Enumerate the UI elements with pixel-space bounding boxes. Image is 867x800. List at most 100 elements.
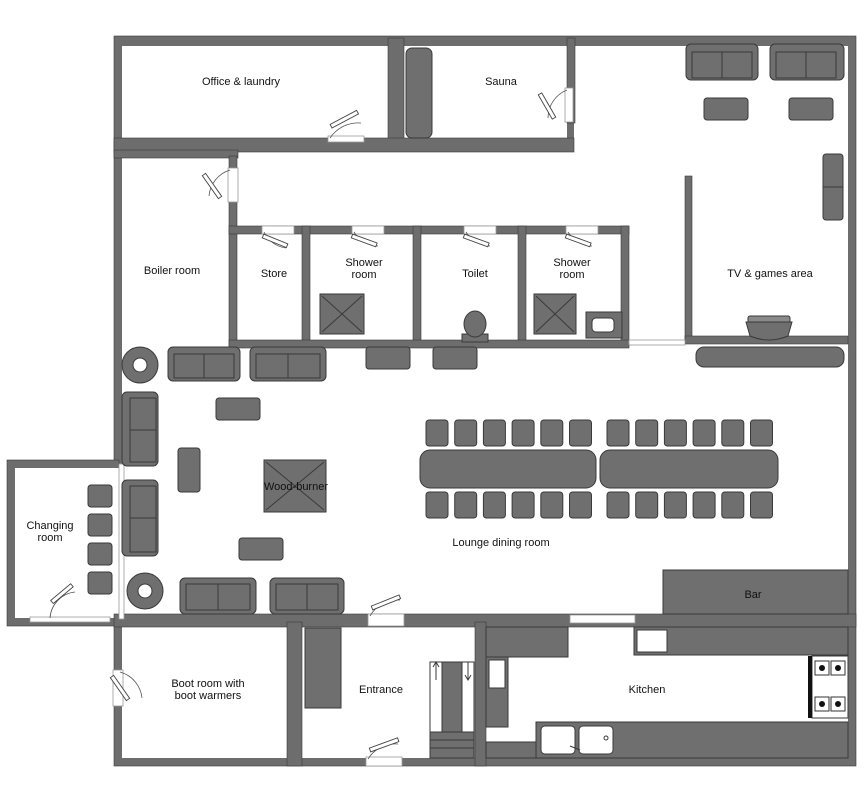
coffee-table-2 [177,447,201,493]
door-sauna[interactable] [537,87,574,123]
games-table [745,315,793,341]
dining-chair [454,491,478,519]
dining-chair [692,419,716,447]
washbasin [585,311,623,339]
tv-table-2 [788,97,834,121]
dining-chair [454,419,478,447]
dining-chair [692,491,716,519]
room-label-lounge: Lounge dining room [452,537,549,549]
dining-chair [482,491,506,519]
dining-chair [663,491,687,519]
dining-chairs [425,419,773,519]
dining-chair [635,491,659,519]
dining-chair [540,491,564,519]
room-label-line: Boiler room [144,265,200,277]
dining-chair [606,419,630,447]
room-label-line: Kitchen [629,684,666,696]
dining-chair [482,419,506,447]
dining-chair [721,419,745,447]
room-label-line: Store [261,268,287,280]
coffee-table-3 [238,537,284,561]
dining-chair [750,419,773,447]
room-label-line: Shower [553,257,591,269]
toilet-fixture [461,310,489,343]
lounge-sofa-3 [179,577,257,615]
door-toilet[interactable] [462,225,497,248]
dining-table-2 [599,449,779,489]
tv-sofa-1 [685,43,759,81]
tv-sofa-2 [769,43,845,81]
dining-chair [750,491,773,519]
door-entrance-main[interactable] [365,737,403,767]
stairs [429,661,475,759]
hob-burner [835,701,841,707]
door-store[interactable] [261,225,295,249]
cooker-hob [808,655,849,719]
tv-unit [695,346,845,368]
room-label-line: Changing [26,520,73,532]
dining-chair [425,419,449,447]
room-label-woodburner: Wood-burner [264,481,328,493]
room-label-bar: Bar [744,589,761,601]
door-shower-2[interactable] [564,225,599,248]
room-label-line: room [559,269,584,281]
room-label-sauna: Sauna [485,76,518,88]
door-bootroom[interactable] [109,669,143,707]
door-boiler[interactable] [201,167,239,203]
kitchen-counters [485,626,849,759]
coffee-table-1 [215,397,261,421]
bench-1 [365,346,411,370]
round-table-2 [126,572,164,610]
room-label-line: Lounge dining room [452,537,549,549]
room-label-line: Office & laundry [202,76,281,88]
room-label-entrance: Entrance [359,684,403,696]
dining-chair [511,491,535,519]
room-label-line: boot warmers [175,690,242,702]
room-label-line: Entrance [359,684,403,696]
room-label-line: Bar [744,589,761,601]
room-label-store: Store [261,268,287,280]
door-entrance-top[interactable] [367,594,405,627]
wood-burner-unit [263,459,327,513]
dining-chair [635,419,659,447]
door-changing[interactable] [49,583,76,619]
dining-chair [721,491,745,519]
room-label-line: TV & games area [727,268,813,280]
dining-table-1 [419,449,597,489]
lounge-sofa-1 [167,346,241,382]
room-label-line: room [37,532,62,544]
hob-burner [819,665,825,671]
dining-chair [425,491,449,519]
door-office[interactable] [327,109,365,143]
doors[interactable] [49,87,599,767]
tv-table-1 [703,97,749,121]
room-label-line: room [351,269,376,281]
sauna-bench [405,47,433,139]
lounge-side-sofa-2 [121,479,159,557]
room-label-line: Shower [345,257,383,269]
tv-side-sofa [822,153,844,221]
room-label-line: Boot room with [171,678,244,690]
lounge-sofa-4 [269,577,345,615]
kitchen-sink [540,725,614,755]
room-label-line: Sauna [485,76,518,88]
room-label-tv: TV & games area [727,268,813,280]
dining-chair [569,419,592,447]
room-label-toilet: Toilet [462,268,488,280]
room-label-line: Toilet [462,268,488,280]
shower-tray-2 [533,293,577,335]
room-label-kitchen: Kitchen [629,684,666,696]
door-shower-1[interactable] [350,225,385,248]
bench-2 [432,346,478,370]
round-table-1 [121,346,159,384]
shower-tray-1 [319,293,365,335]
hob-burner [835,665,841,671]
bar-counter [662,569,849,615]
room-label-office: Office & laundry [202,76,281,88]
